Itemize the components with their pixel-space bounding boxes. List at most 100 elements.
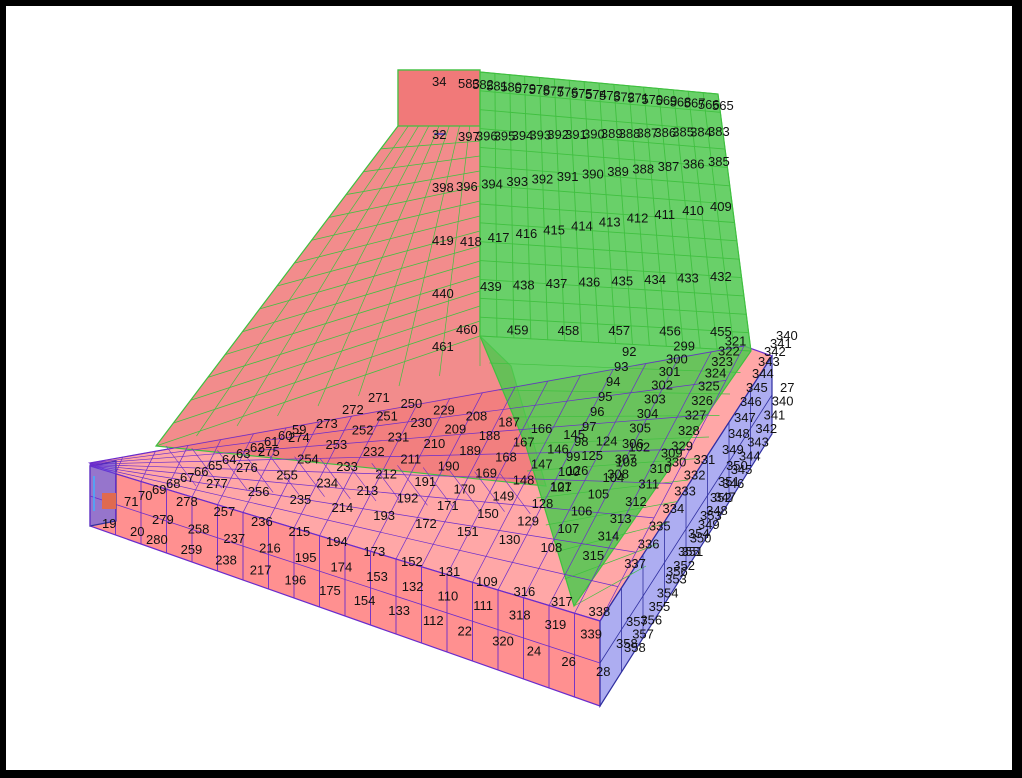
node-label: 388 (632, 162, 654, 177)
node-label: 343 (747, 435, 769, 450)
node-label: 413 (599, 215, 621, 230)
pyramid-grid-line-h (276, 230, 481, 287)
node-label: 131 (439, 564, 461, 579)
interior-column (345, 460, 377, 502)
node-label: 341 (764, 407, 786, 422)
node-label: 576 (557, 85, 579, 100)
node-label: 209 (445, 422, 467, 437)
node-label: 237 (223, 531, 245, 546)
node-label: 415 (543, 222, 565, 237)
node-label: 104 (603, 470, 625, 485)
base-top-grid-h (89, 464, 673, 484)
node-label: 208 (466, 409, 488, 424)
node-label: 390 (582, 167, 604, 182)
node-label: 410 (682, 203, 704, 218)
interior-column (448, 469, 480, 510)
node-label: 272 (342, 402, 364, 417)
node-label: 317 (551, 594, 573, 609)
node-label: 124 (596, 433, 618, 448)
node-label: 582 (472, 77, 494, 92)
node-label: 334 (663, 501, 685, 516)
node-label: 94 (606, 374, 620, 389)
node-label: 28 (596, 664, 610, 679)
node-label: 346 (723, 476, 745, 491)
support-markers (93, 133, 446, 511)
green-grid-line-h (479, 184, 733, 205)
node-label: 412 (627, 211, 649, 226)
node-label: 439 (480, 279, 502, 294)
node-label: 129 (517, 514, 539, 529)
node-label: 357 (626, 614, 648, 629)
node-label: 130 (499, 532, 521, 547)
green-wedge-line (564, 544, 657, 580)
node-label: 397 (458, 129, 480, 144)
node-label: 314 (598, 529, 620, 544)
node-label: 417 (488, 230, 510, 245)
node-label: 456 (659, 324, 681, 339)
interior-column (474, 471, 505, 512)
node-label: 71 (124, 494, 138, 509)
node-label: 344 (752, 366, 774, 381)
green-grid-line-h (479, 260, 742, 279)
node-label: 349 (722, 442, 744, 457)
node-label: 26 (561, 654, 575, 669)
pyramid-grid-line-h (259, 245, 481, 310)
node-label: 339 (580, 627, 602, 642)
node-label: 107 (558, 521, 580, 536)
node-label: 167 (513, 435, 535, 450)
node-label: 171 (437, 498, 459, 513)
node-label: 345 (731, 462, 753, 477)
node-label: 391 (565, 127, 587, 142)
node-label: 319 (545, 617, 567, 632)
node-label: 111 (473, 598, 493, 613)
node-label: 386 (654, 125, 676, 140)
node-label: 461 (432, 339, 454, 354)
pyramid-grid-line-h (328, 185, 481, 218)
node-label: 458 (558, 323, 580, 338)
node-label: 436 (579, 275, 601, 290)
node-label: 278 (176, 494, 198, 509)
node-label: 196 (285, 573, 307, 588)
node-label: 419 (432, 233, 454, 248)
node-label: 24 (527, 644, 541, 659)
node-label: 391 (557, 169, 579, 184)
fem-mesh-3d-view[interactable]: 3432398419440461583582581580579578577576… (6, 6, 1012, 770)
node-label: 173 (364, 544, 386, 559)
node-label: 327 (685, 407, 707, 422)
node-label: 312 (625, 494, 647, 509)
node-label: 234 (316, 475, 338, 490)
node-label: 568 (670, 94, 692, 109)
node-label: 328 (678, 423, 700, 438)
node-label: 101 (550, 479, 572, 494)
node-label: 251 (376, 409, 398, 424)
mesh-gridlines (89, 71, 773, 706)
interior-column (268, 454, 300, 495)
node-label: 215 (289, 524, 311, 539)
node-label: 348 (706, 503, 728, 518)
node-label: 151 (457, 524, 479, 539)
node-label: 344 (739, 448, 761, 463)
interior-column (165, 445, 197, 487)
node-label: 299 (673, 339, 695, 354)
node-label: 60 (278, 428, 292, 443)
node-label: 277 (206, 476, 228, 491)
node-label: 229 (433, 402, 455, 417)
node-label: 149 (493, 489, 515, 504)
node-label: 349 (698, 517, 720, 532)
node-label: 567 (684, 96, 706, 111)
node-label: 192 (397, 491, 419, 506)
node-label: 338 (589, 604, 611, 619)
node-label: 65 (208, 458, 222, 473)
green-wedge-line (489, 362, 741, 373)
node-label: 459 (507, 322, 529, 337)
node-label: 350 (726, 458, 748, 473)
node-label: 189 (459, 443, 481, 458)
node-label: 300 (666, 351, 688, 366)
node-label: 355 (678, 544, 700, 559)
node-label: 132 (402, 579, 424, 594)
node-label: 326 (691, 393, 713, 408)
node-label: 66 (194, 464, 208, 479)
node-label: 348 (728, 426, 750, 441)
node-label: 279 (152, 512, 174, 527)
node-label: 340 (776, 328, 798, 343)
